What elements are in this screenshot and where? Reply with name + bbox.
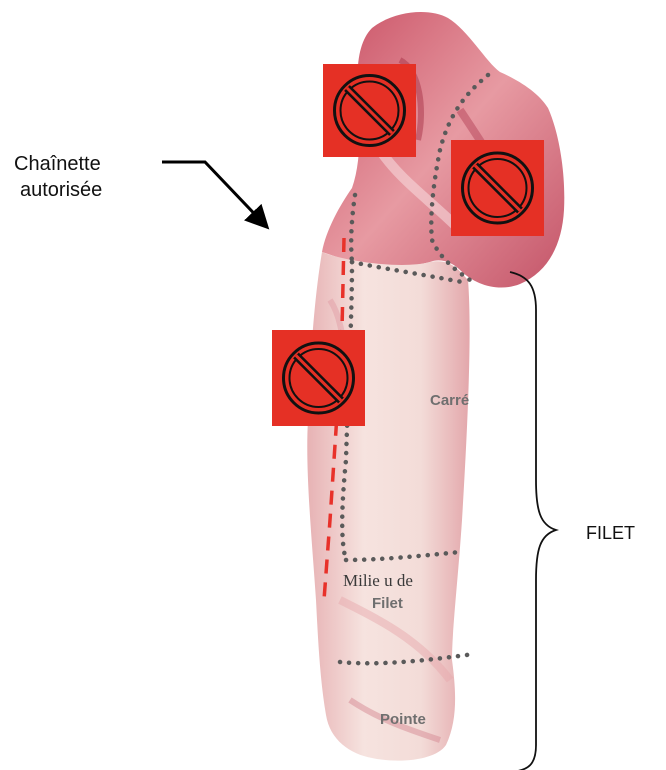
prohibited-icon [323,64,416,157]
section-label-milieu-line1: Milie u de [343,571,413,590]
curly-brace-icon [510,272,556,770]
prohibited-icon [272,330,365,426]
arrow-icon [162,162,266,226]
section-label-carre: Carré [430,392,469,409]
chainette-label-line2: autorisée [20,179,102,201]
section-label-milieu-line2: Filet [372,595,403,612]
chainette-label-line1: Chaînette [14,153,101,175]
meat-body [307,252,469,761]
prohibited-icon [451,140,544,236]
section-label-pointe: Pointe [380,711,426,728]
filet-label: FILET [586,523,635,543]
